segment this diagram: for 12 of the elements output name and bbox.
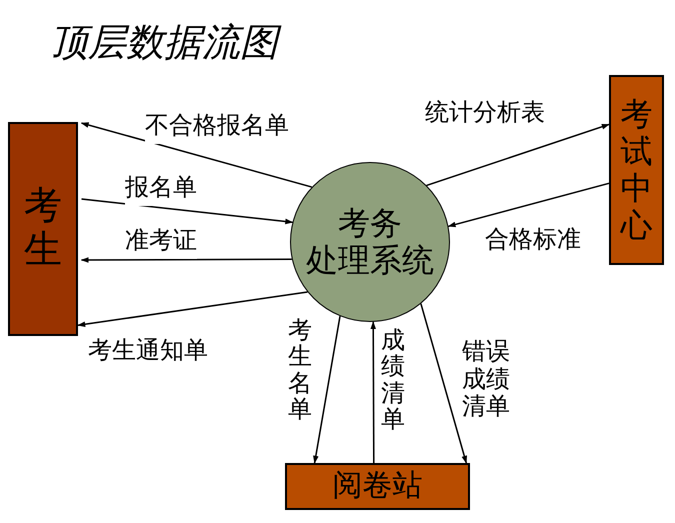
arrow bbox=[448, 182, 610, 228]
arrow bbox=[370, 321, 376, 463]
entity-box: 考试中心 bbox=[609, 75, 664, 265]
arrow bbox=[420, 304, 468, 464]
arrow bbox=[313, 316, 341, 464]
arrow bbox=[426, 124, 610, 186]
arrow bbox=[77, 291, 308, 328]
arrow bbox=[80, 257, 292, 263]
entity-box: 考生 bbox=[8, 122, 78, 336]
arrow bbox=[81, 198, 294, 224]
entity-box: 阅卷站 bbox=[285, 463, 470, 510]
arrow bbox=[80, 122, 312, 188]
